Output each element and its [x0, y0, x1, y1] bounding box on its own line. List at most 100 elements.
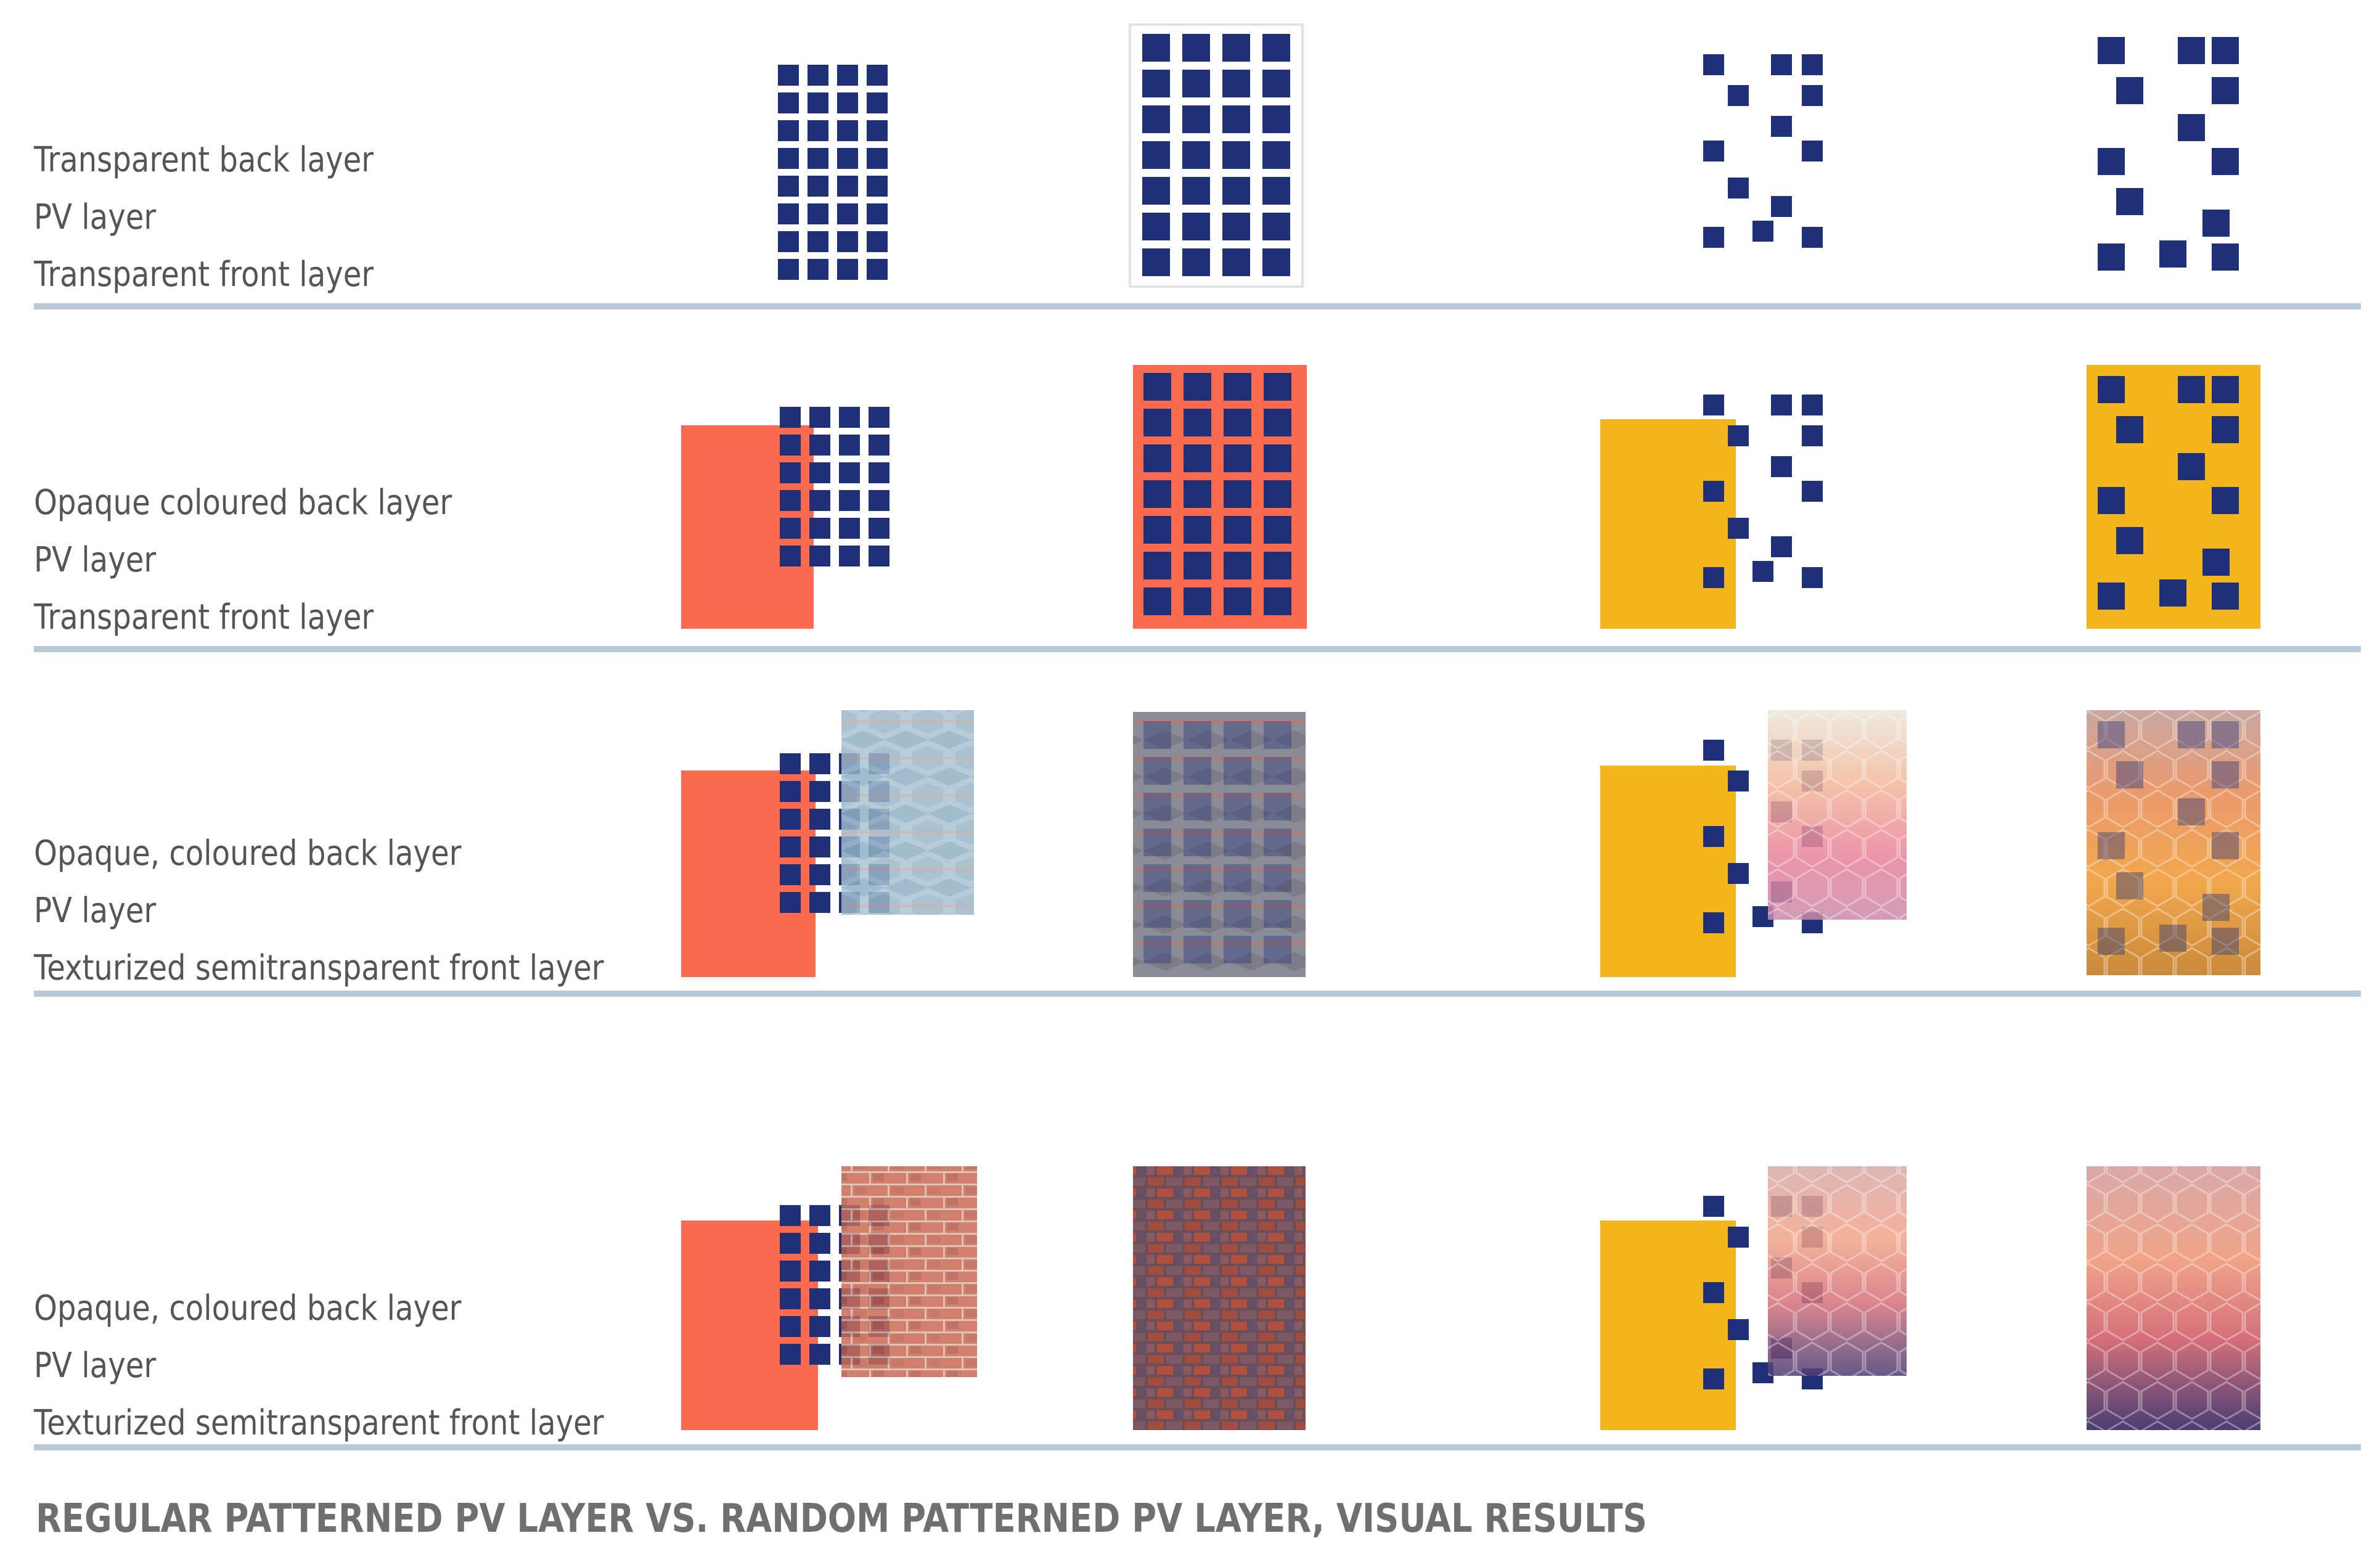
pv-cell: [2178, 114, 2205, 141]
row-divider-3: [34, 991, 2361, 997]
layer-illustrations: [681, 23, 2260, 1430]
pv-cell: [869, 462, 889, 483]
pv-cell: [2159, 579, 2186, 607]
pv-cell: [2212, 832, 2239, 859]
pv-cell: [2116, 761, 2143, 788]
pv-cell: [2202, 894, 2230, 921]
pv-cell: [867, 120, 888, 141]
pv-cell: [778, 259, 799, 280]
row4-hex-texture-overlay: [1768, 1166, 1907, 1376]
row1-regular-pv-layer: [778, 65, 888, 280]
row2-regular-pv-layer: [780, 407, 889, 566]
pv-cell: [808, 65, 828, 86]
row-divider-1: [34, 303, 2361, 309]
pv-cell: [1142, 105, 1170, 133]
pv-cell: [1182, 105, 1210, 133]
pv-cell: [2212, 583, 2239, 610]
pv-cell: [837, 231, 858, 252]
row2-random-pv-layer: [1703, 395, 1823, 588]
pv-cell: [780, 1288, 801, 1309]
row3-regular-result-texture: [1133, 712, 1306, 977]
row1-random-result: [2098, 37, 2239, 271]
pv-cell: [1262, 105, 1290, 133]
pv-cell: [1143, 936, 1171, 963]
row-divider-4: [34, 1444, 2361, 1450]
row-divider-2: [34, 646, 2361, 652]
pv-cell: [780, 836, 801, 857]
pv-cell: [1222, 248, 1250, 276]
pv-cell: [2212, 376, 2239, 403]
pv-cell: [1184, 828, 1211, 856]
pv-cell: [1728, 863, 1749, 884]
row4-random-result-texture: [2087, 1166, 2260, 1430]
pv-cell: [809, 753, 830, 774]
pv-cell: [809, 462, 830, 483]
pv-cell: [2178, 721, 2205, 748]
pv-cell: [1224, 864, 1251, 892]
pv-cell: [1771, 536, 1792, 557]
pv-cell: [869, 490, 889, 511]
pv-cell: [1184, 757, 1211, 785]
pv-cell: [808, 203, 828, 224]
pv-cell: [1182, 177, 1210, 205]
row4-brick-texture-front-layer: [841, 1166, 977, 1377]
row1-label-front: Transparent front layer: [34, 255, 374, 295]
pv-cell: [2098, 376, 2125, 403]
pv-cell: [867, 203, 888, 224]
pv-cell: [1262, 141, 1290, 169]
pv-cell: [867, 259, 888, 280]
pv-cell: [1182, 70, 1210, 97]
pv-cell: [780, 407, 801, 428]
pv-cell: [778, 176, 799, 197]
pv-cell: [1224, 409, 1251, 436]
pv-cell: [1703, 1196, 1724, 1217]
pv-cell: [1182, 248, 1210, 276]
row2-label-pv: PV layer: [34, 540, 157, 580]
pv-cell: [1728, 178, 1749, 198]
pv-cell: [2098, 243, 2125, 271]
pv-cell: [1143, 552, 1171, 579]
pv-cell: [1143, 900, 1171, 928]
pv-cell: [809, 892, 830, 913]
pv-cell: [2212, 416, 2239, 443]
pv-cell: [1262, 70, 1290, 97]
pv-cell: [1142, 141, 1170, 169]
pv-cell: [2212, 77, 2239, 104]
pv-cell: [2212, 721, 2239, 748]
pv-cell: [2116, 77, 2143, 104]
pv-cell: [1771, 395, 1792, 415]
pv-cell: [837, 148, 858, 169]
pv-cell: [1224, 480, 1251, 508]
pv-cell: [837, 176, 858, 197]
pv-cell: [1703, 54, 1724, 75]
pv-cell: [1224, 793, 1251, 820]
pv-cell: [809, 407, 830, 428]
pv-cell: [839, 462, 860, 483]
row4-label-back: Opaque, coloured back layer: [34, 1288, 462, 1328]
pv-cell: [1752, 561, 1773, 582]
pv-cell: [1142, 34, 1170, 62]
pv-cell: [808, 176, 828, 197]
pv-cell: [1222, 105, 1250, 133]
pv-cell: [809, 1344, 830, 1365]
pv-cell: [778, 65, 799, 86]
pv-cell: [1802, 481, 1823, 502]
pv-cell: [780, 546, 801, 566]
pv-cell: [2178, 37, 2205, 64]
pv-cell: [780, 462, 801, 483]
pv-cell: [780, 1344, 801, 1365]
pv-cell: [1728, 518, 1749, 539]
pv-cell: [780, 1316, 801, 1337]
pv-cell: [2098, 37, 2125, 64]
pv-cell: [809, 836, 830, 857]
pv-cell: [1142, 213, 1170, 240]
row3-label-pv: PV layer: [34, 891, 157, 931]
pv-cell: [1184, 721, 1211, 749]
pv-cell: [1264, 444, 1291, 472]
pv-cell: [780, 892, 801, 913]
pv-cell: [1703, 395, 1724, 415]
pv-cell: [809, 518, 830, 539]
pv-cell: [1184, 552, 1211, 579]
pv-cell: [809, 1316, 830, 1337]
